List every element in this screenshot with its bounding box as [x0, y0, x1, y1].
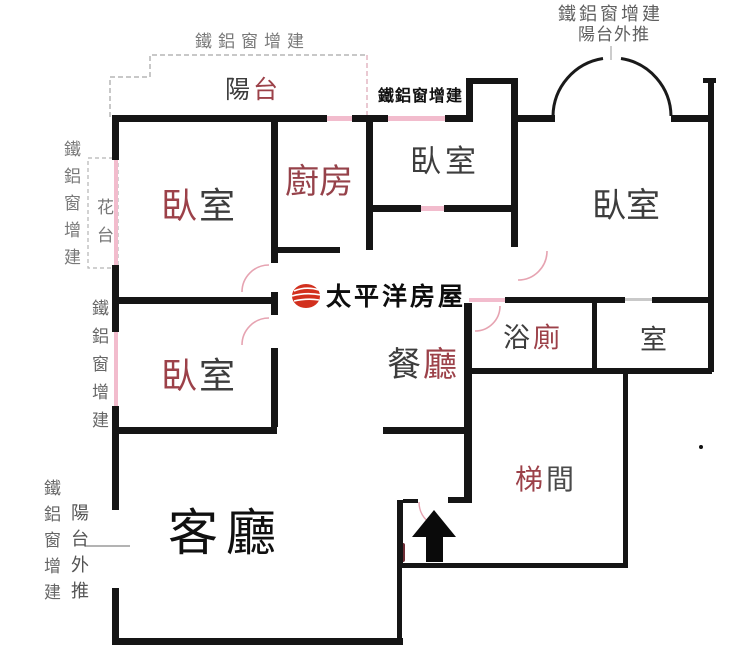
- wall-segment: [112, 427, 277, 434]
- annotation-bottom-left-pushout: 陽台外推: [68, 503, 89, 607]
- room-label-char: 臥: [161, 186, 200, 227]
- room-label-char: 臥: [410, 144, 445, 180]
- wall-segment: [466, 78, 518, 84]
- wall-segment: [466, 78, 473, 122]
- wall-segment: [623, 371, 628, 567]
- wall-segment: [112, 265, 119, 332]
- window-marker: [421, 206, 444, 211]
- window-marker: [388, 116, 445, 121]
- window-marker: [327, 116, 352, 121]
- annotation-left-mid-annex: 鐵鋁窗增建: [88, 299, 108, 439]
- room-label-living: 客廳: [168, 508, 284, 558]
- wall-segment: [112, 115, 327, 122]
- room-label-char: 房: [319, 162, 353, 202]
- room-label-char: 廳: [423, 345, 459, 385]
- bow-window-arc-right: [620, 57, 673, 117]
- wall-segment: [397, 567, 402, 643]
- room-label-bath: 浴廁: [503, 325, 563, 352]
- room-label-char: 台: [253, 75, 282, 104]
- wall-segment: [397, 500, 403, 567]
- flower-bed-dashed-box: [87, 157, 119, 269]
- entrance-arrow-shaft: [426, 536, 443, 562]
- room-label-char: 廚: [285, 162, 319, 202]
- bow-window-arc-left: [551, 57, 604, 117]
- room-label-char: 浴: [503, 323, 533, 354]
- room-label-bedroom-right: 臥室: [592, 189, 660, 223]
- annotation-bottom-left-annex: 鐵鋁窗增建: [40, 479, 60, 609]
- room-label-char: 餐: [387, 345, 423, 385]
- room-label-char: 間: [546, 463, 578, 496]
- door-arc: [474, 305, 501, 332]
- room-label-char: 室: [626, 186, 660, 226]
- room-label-char: 臥: [161, 356, 200, 397]
- wall-segment: [592, 300, 597, 370]
- stray-dot: [699, 445, 703, 449]
- annotation-left-upper-annex: 鐵鋁窗增建: [60, 140, 80, 275]
- room-label-bedroom-bottom-left: 臥室: [161, 359, 237, 395]
- wall-segment: [112, 297, 277, 304]
- room-label-char: 廳: [226, 504, 284, 562]
- wall-segment: [383, 427, 470, 434]
- pacific-sphere-icon: [291, 284, 322, 308]
- room-label-char: 陽: [225, 75, 254, 104]
- wall-segment: [271, 115, 278, 263]
- wall-segment: [112, 115, 119, 160]
- room-label-kitchen: 廚房: [285, 165, 353, 199]
- room-label-balcony: 陽台: [225, 77, 281, 102]
- annotation-top-right-annex-1: 鐵鋁窗增建: [558, 4, 663, 25]
- wall-segment: [352, 115, 388, 122]
- wall-segment: [505, 297, 625, 303]
- room-label-char: 臥: [592, 186, 626, 226]
- wall-segment: [403, 499, 418, 503]
- window-marker: [114, 160, 118, 265]
- wall-segment: [444, 205, 518, 212]
- room-label-char: 客: [168, 504, 226, 562]
- wall-segment: [708, 78, 714, 372]
- annotation-top-right-annex-2: 陽台外推: [578, 25, 650, 45]
- window-marker: [469, 298, 505, 302]
- wall-segment: [112, 638, 403, 645]
- room-label-dining: 餐廳: [387, 348, 459, 382]
- room-label-bedroom-top-left: 臥室: [161, 189, 237, 225]
- wall-segment: [671, 115, 710, 122]
- entrance-arrow-icon: [412, 510, 456, 537]
- wall-segment: [112, 406, 119, 510]
- room-label-char: 梯: [515, 463, 547, 496]
- wall-segment: [445, 115, 473, 122]
- wall-segment: [448, 497, 472, 503]
- room-label-stairwell: 梯間: [515, 466, 577, 494]
- door-arc: [517, 250, 548, 281]
- window-marker: [114, 332, 118, 406]
- watermark-brand-text: 太平洋房屋: [326, 282, 467, 311]
- wall-segment: [652, 297, 709, 303]
- room-label-char: 室: [445, 144, 480, 180]
- door-arc: [241, 264, 270, 293]
- wall-segment: [271, 348, 278, 427]
- door-arc: [241, 317, 270, 346]
- wall-segment: [271, 292, 278, 315]
- wall-segment: [511, 78, 518, 247]
- wall-segment: [112, 588, 119, 645]
- window-marker-thin: [625, 298, 652, 301]
- annex-dashed-outline: [109, 54, 367, 117]
- annotation-top-window-annex: 鐵鋁窗增建: [377, 86, 465, 105]
- wall-segment: [366, 205, 421, 212]
- room-label-char: 廁: [533, 323, 563, 354]
- room-label-char: 室: [199, 356, 238, 397]
- room-label-utility: 室: [640, 325, 667, 356]
- room-label-char: 室: [199, 186, 238, 227]
- annotation-top-left-annex: 鐵鋁窗增建: [195, 32, 310, 52]
- wall-segment: [366, 122, 373, 250]
- annotation-flower-bed: 花台: [93, 198, 113, 254]
- wall-segment: [517, 115, 555, 122]
- wall-segment: [464, 303, 472, 503]
- wall-segment: [397, 563, 628, 568]
- wall-segment: [464, 368, 712, 374]
- wall-segment: [275, 247, 340, 253]
- room-label-bedroom-top-middle: 臥室: [410, 147, 480, 178]
